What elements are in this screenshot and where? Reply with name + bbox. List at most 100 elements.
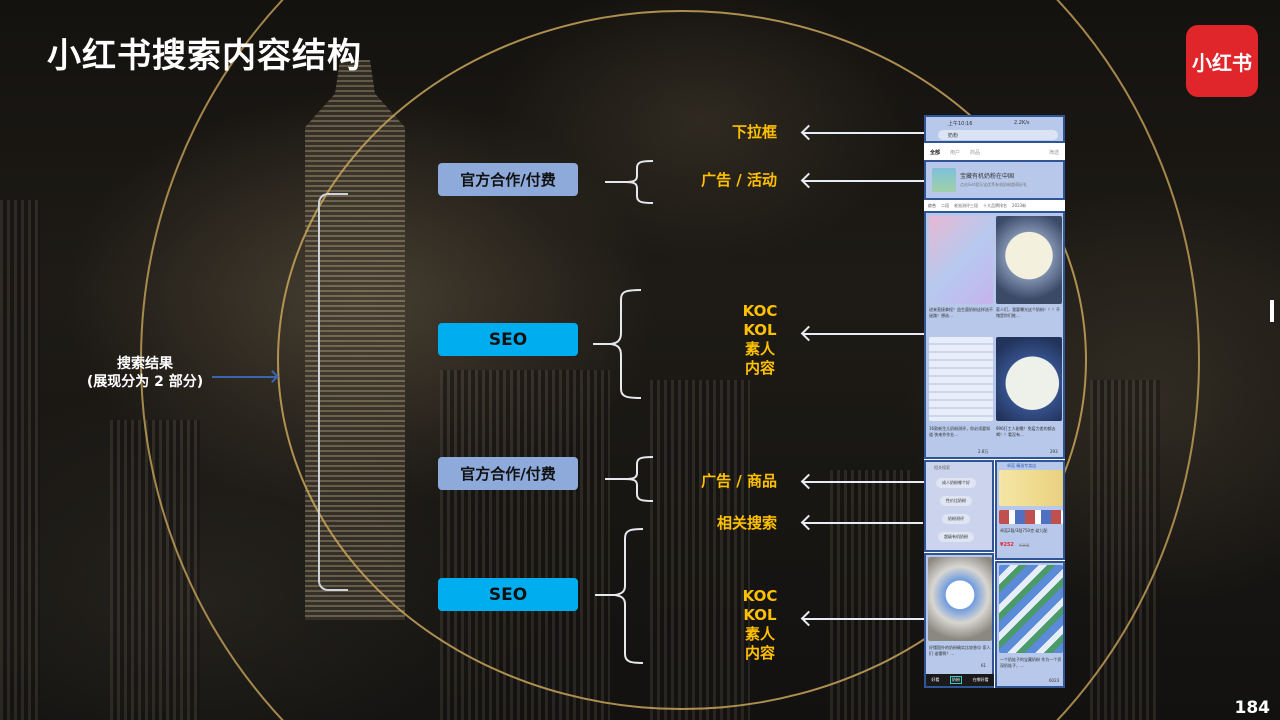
chip[interactable]: 十大品牌排名 xyxy=(983,202,1007,208)
product-price: ¥252 xyxy=(1000,542,1014,548)
search-query: 奶粉 xyxy=(948,133,959,139)
category-seo-2: SEO xyxy=(438,578,578,611)
brace-icon xyxy=(593,289,643,399)
annotation-dropdown: 下拉框 xyxy=(731,123,777,141)
result-tabs: 全部 用户 商品 筛选 xyxy=(924,145,1065,159)
note-image[interactable] xyxy=(928,557,992,641)
status-time: 上午10:16 xyxy=(948,121,973,127)
search-input[interactable]: 奶粉 xyxy=(938,130,1058,140)
background-building xyxy=(1090,380,1160,720)
product-title: 卓蕊2段/3段750克 幼儿配 xyxy=(1000,528,1048,533)
note-image[interactable] xyxy=(996,216,1062,304)
annotation-line: KOC xyxy=(742,302,778,320)
background-building xyxy=(830,470,910,720)
arrow-left-icon xyxy=(803,522,923,524)
product-original-price: ¥308 xyxy=(1019,543,1030,548)
note-likes: 6023 xyxy=(1049,678,1060,683)
seo-notes-area: 进来直接拿捏！益生菌奶粉这样选不迷路！想选… 家人们，我要曝光这个奶粉！！！不愧… xyxy=(924,211,1065,459)
related-search-item[interactable]: 性价比奶粉 xyxy=(940,496,972,506)
arrow-left-icon xyxy=(803,481,1033,483)
annotation-line: 内容 xyxy=(744,359,775,377)
annotation-line: KOL xyxy=(743,606,777,624)
related-search-header: 相关搜索 xyxy=(934,465,950,470)
xiaohongshu-logo: 小红书 xyxy=(1186,25,1258,97)
tab-filter[interactable]: 筛选 xyxy=(1048,149,1059,156)
background-building xyxy=(110,420,200,720)
product-thumbs xyxy=(999,510,1063,524)
search-results-title: 搜索结果 xyxy=(117,356,173,372)
chip[interactable]: 综合 xyxy=(928,202,936,208)
brace-icon xyxy=(595,528,645,664)
category-seo-1: SEO xyxy=(438,323,578,356)
note-title: 家人们，我要曝光这个奶粉！！！不愧是你们推… xyxy=(996,307,1060,318)
category-paid-1: 官方合作/付费 xyxy=(438,163,578,196)
note-image[interactable] xyxy=(996,337,1062,421)
status-network: 2.2K/s xyxy=(1014,120,1030,126)
background-building xyxy=(440,370,610,720)
note-title: 好懂国外的奶粉确实比较香😋 家人们 谁懂啊？… xyxy=(929,645,991,656)
product-image xyxy=(999,470,1063,506)
category-label: 官方合作/付费 xyxy=(460,465,556,483)
note-image[interactable] xyxy=(999,565,1063,653)
annotation-ad-product: 广告 / 商品 xyxy=(701,472,777,490)
note-title: 16款新生儿奶粉测评，你必须要知道 快来抄作业… xyxy=(929,426,991,437)
related-search-panel: 相关搜索 成人奶粉哪个好 性价比奶粉 奶粉测评 超级有机奶粉 xyxy=(924,460,994,552)
background-building xyxy=(0,200,40,720)
annotation-line: KOL xyxy=(743,321,777,339)
category-label: SEO xyxy=(488,584,528,605)
category-paid-2: 官方合作/付费 xyxy=(438,457,578,490)
note-image[interactable] xyxy=(929,216,993,304)
related-search-item[interactable]: 奶粉测评 xyxy=(942,514,970,524)
tab-all[interactable]: 全部 xyxy=(930,149,941,156)
search-results-subtitle: (展现分为 2 部分) xyxy=(86,374,204,390)
seo-notes-area-3: 一个奶娃子的宝藏奶粉 作为一个资深奶娃子，… 6023 xyxy=(995,561,1065,688)
note-title: 996打工人刚需！免疫力差的都去喝！！看没有… xyxy=(996,426,1056,437)
filter-chips: 综合 二段 老爸测评三段 十大品牌排名 2023新 xyxy=(924,201,1065,210)
note-likes: 293 xyxy=(1050,449,1058,454)
annotation-line: 素人 xyxy=(744,625,775,643)
chip[interactable]: 2023新 xyxy=(1012,202,1027,208)
note-likes: 61 xyxy=(981,663,987,668)
chip[interactable]: 老爸测评三段 xyxy=(954,202,978,208)
note-image[interactable] xyxy=(929,337,993,421)
related-search-item[interactable]: 超级有机奶粉 xyxy=(938,532,974,542)
tab-users[interactable]: 用户 xyxy=(950,149,961,156)
tab-products[interactable]: 商品 xyxy=(970,149,981,156)
annotation-line: 素人 xyxy=(744,340,775,358)
ad-title: 宝藏有机奶粉在中国 xyxy=(960,173,1015,180)
bottom-bar-item[interactable]: 奶粉 xyxy=(949,676,962,684)
chip[interactable]: 二段 xyxy=(941,202,949,208)
ad-banner[interactable]: 宝藏有机奶粉在中国 点击Get君乐宝优萃有机奶粉超萌好礼 xyxy=(924,160,1065,200)
annotation-ad-activity: 广告 / 活动 xyxy=(701,171,777,189)
side-handle[interactable] xyxy=(1270,300,1274,322)
background-tower xyxy=(305,60,405,620)
product-banner: 卓蕊 精选专卖店 xyxy=(1007,463,1037,468)
page-number: 184 xyxy=(1234,698,1271,718)
arrow-left-icon xyxy=(803,333,925,335)
arrow-left-icon xyxy=(803,180,925,182)
background-building xyxy=(650,380,750,720)
ad-thumbnail xyxy=(932,168,956,192)
overall-bracket xyxy=(318,193,348,591)
bottom-bar-item[interactable]: 好看 xyxy=(931,677,940,682)
arrow-left-icon xyxy=(803,618,925,620)
brace-icon xyxy=(605,456,655,502)
note-title: 进来直接拿捏！益生菌奶粉这样选不迷路！想选… xyxy=(929,307,993,318)
note-likes: 2.8万 xyxy=(978,449,989,454)
related-search-item[interactable]: 成人奶粉哪个好 xyxy=(936,478,976,488)
product-ad-card[interactable]: 卓蕊 精选专卖店 卓蕊2段/3段750克 幼儿配 ¥252 ¥308 xyxy=(995,460,1065,560)
phone-screenshot: 上午10:16 2.2K/s 奶粉 全部 用户 商品 筛选 宝藏有机奶粉在中国 … xyxy=(924,115,1065,688)
bottom-bar-item[interactable]: 在哪好看 xyxy=(972,677,989,682)
bottom-bar: 好看 奶粉 在哪好看 xyxy=(926,674,994,686)
note-title: 一个奶娃子的宝藏奶粉 作为一个资深奶娃子，… xyxy=(1000,657,1062,668)
brace-icon xyxy=(605,160,655,204)
search-results-label: 搜索结果 (展现分为 2 部分) xyxy=(60,355,230,391)
annotation-line: 内容 xyxy=(744,644,775,662)
arrow-left-icon xyxy=(803,132,925,134)
annotation-related-search: 相关搜索 xyxy=(716,514,777,532)
category-label: SEO xyxy=(488,329,528,350)
search-dropdown-area: 上午10:16 2.2K/s 奶粉 xyxy=(924,115,1065,143)
annotation-content-1: KOC KOL 素人 内容 xyxy=(735,302,785,378)
category-label: 官方合作/付费 xyxy=(460,171,556,189)
